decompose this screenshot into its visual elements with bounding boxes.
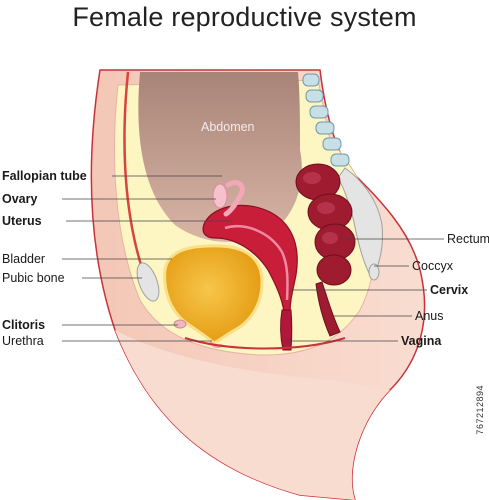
- label-vagina: Vagina: [401, 334, 442, 348]
- leader-lines: [62, 175, 444, 342]
- ovary: [212, 183, 228, 209]
- label-ovary: Ovary: [2, 192, 38, 206]
- label-fallopian-tube: Fallopian tube: [2, 169, 87, 183]
- label-uterus: Uterus: [2, 214, 42, 228]
- label-pubic-bone: Pubic bone: [2, 271, 65, 285]
- label-cervix: Cervix: [430, 283, 469, 297]
- label-coccyx: Coccyx: [412, 259, 453, 273]
- label-abdomen: Abdomen: [201, 120, 255, 134]
- clitoris: [173, 319, 187, 329]
- vagina: [280, 309, 293, 351]
- coccyx-bone: [368, 263, 380, 281]
- label-clitoris: Clitoris: [2, 318, 46, 332]
- abdominal-cavity: [138, 72, 302, 242]
- label-rectum: Rectum: [447, 232, 489, 246]
- page-title: Female reproductive system: [72, 2, 417, 32]
- label-urethra: Urethra: [2, 334, 44, 348]
- label-bladder: Bladder: [2, 252, 46, 266]
- label-anus: Anus: [415, 309, 444, 323]
- pubic-bone: [136, 262, 160, 302]
- fallopian-tube: [223, 180, 245, 217]
- spine: [302, 73, 350, 167]
- stock-id: 767212894: [475, 385, 485, 435]
